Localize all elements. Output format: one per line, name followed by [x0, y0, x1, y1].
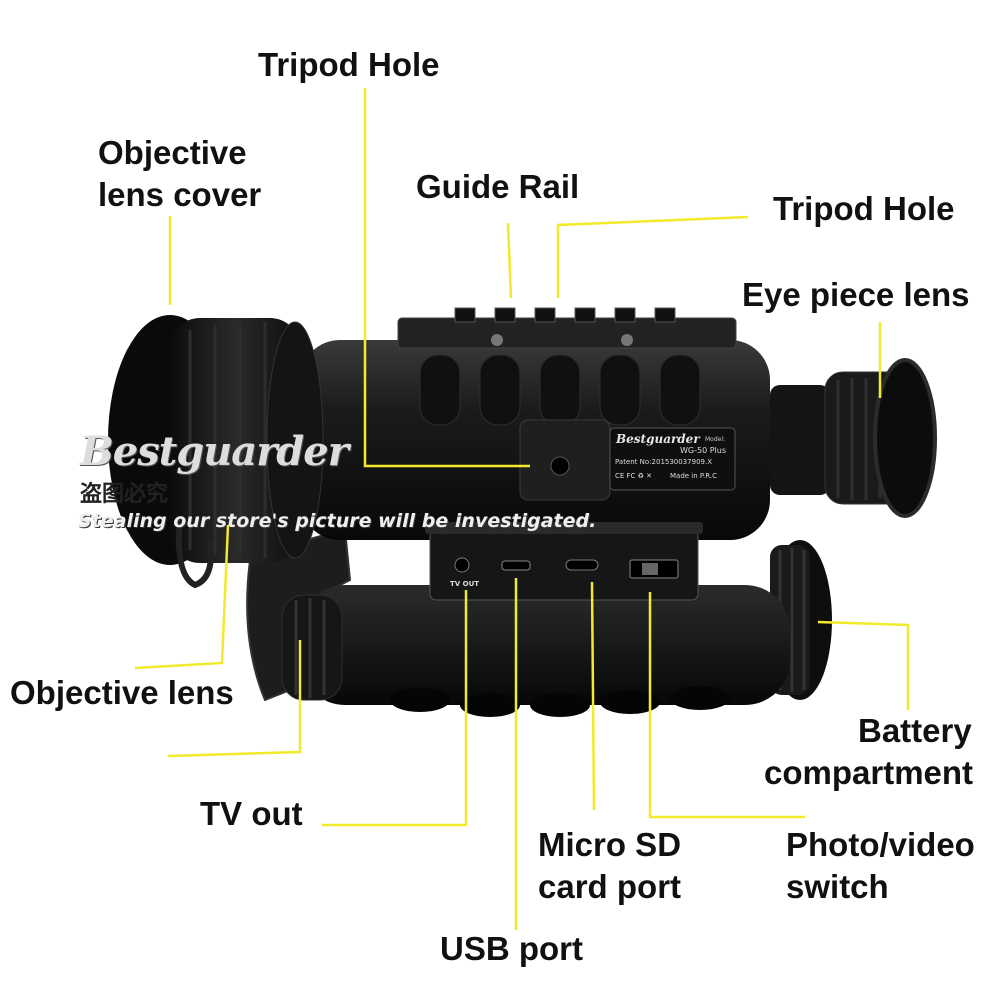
tv-out-jack — [454, 557, 470, 573]
label-tv-out: TV out — [200, 795, 303, 832]
plate-patent: Patent No:201530037909.X — [615, 458, 712, 466]
objective-ring-part — [281, 594, 343, 701]
label-battery-line2: compartment — [764, 754, 974, 791]
micro-sd-slot — [565, 559, 599, 571]
plate-marks: CE FC ♻ ✕ — [615, 472, 653, 480]
tripod-hole-socket — [550, 456, 570, 476]
plate-model: WG-50 Plus — [680, 446, 727, 455]
port-tvout-label: TV OUT — [450, 580, 480, 588]
usb-socket — [501, 560, 531, 571]
label-plate — [609, 427, 736, 491]
label-usb-port: USB port — [440, 930, 583, 967]
label-eye-piece: Eye piece lens — [742, 276, 970, 313]
label-micro-sd-line2: card port — [538, 868, 682, 905]
label-tripod-hole-top: Tripod Hole — [258, 46, 440, 83]
eye-piece-part — [770, 358, 937, 518]
watermark-warning: Stealing our store's picture will be inv… — [78, 510, 597, 532]
label-photo-video-line2: switch — [786, 868, 889, 905]
label-guide-rail: Guide Rail — [416, 168, 580, 205]
port-panel — [425, 522, 703, 601]
label-objective-lens: Objective lens — [10, 674, 234, 711]
plate-brand: Bestguarder — [616, 432, 700, 446]
label-objective-cover-line1: Objective — [98, 134, 247, 171]
guide-rail-part — [397, 307, 737, 349]
grip-body — [300, 585, 790, 705]
watermark-brand: Bestguarder — [80, 428, 349, 475]
plate-model-label: Model: — [705, 436, 726, 443]
label-tripod-hole-right: Tripod Hole — [773, 190, 955, 227]
label-micro-sd-line1: Micro SD — [538, 826, 682, 863]
objective-lens-cover-part — [108, 315, 324, 589]
label-objective-cover-line2: lens cover — [98, 176, 262, 213]
watermark-chinese: 盗图必究 — [80, 482, 169, 507]
label-battery-line1: Battery — [858, 712, 972, 749]
label-photo-video-line1: Photo/video — [786, 826, 975, 863]
plate-origin: Made in P.R.C — [670, 472, 717, 480]
